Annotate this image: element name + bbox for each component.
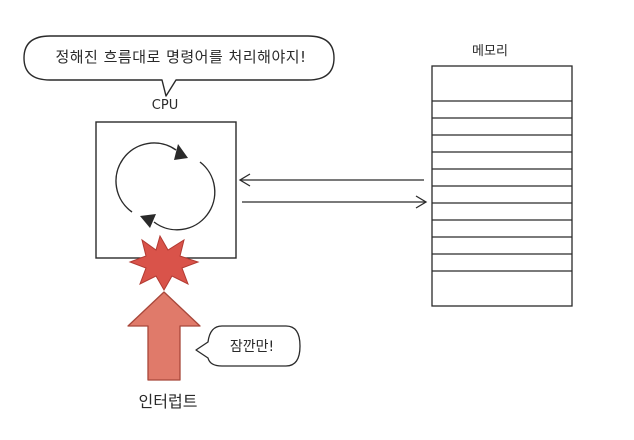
cycle-arrowhead-bottom [140, 214, 156, 228]
memory-stack [431, 65, 573, 307]
arrow-memory-to-cpu [238, 173, 424, 187]
cpu-label: CPU [151, 98, 179, 113]
speech-bubble-text: 정해진 흐름대로 명령어를 처리해야지! [55, 48, 307, 66]
interrupt-label: 인터럽트 [138, 392, 198, 411]
interrupt-burst [128, 234, 200, 292]
speech-bubble [23, 35, 335, 97]
cycle-arrowhead-top [174, 144, 188, 160]
memory-label: 메모리 [472, 44, 508, 59]
interrupt-speech-bubble [195, 325, 301, 367]
cycle-icon [115, 142, 216, 231]
arrow-cpu-to-memory [242, 195, 428, 209]
interrupt-arrow [127, 291, 201, 381]
interrupt-speech-text: 잠깐만! [229, 339, 275, 355]
